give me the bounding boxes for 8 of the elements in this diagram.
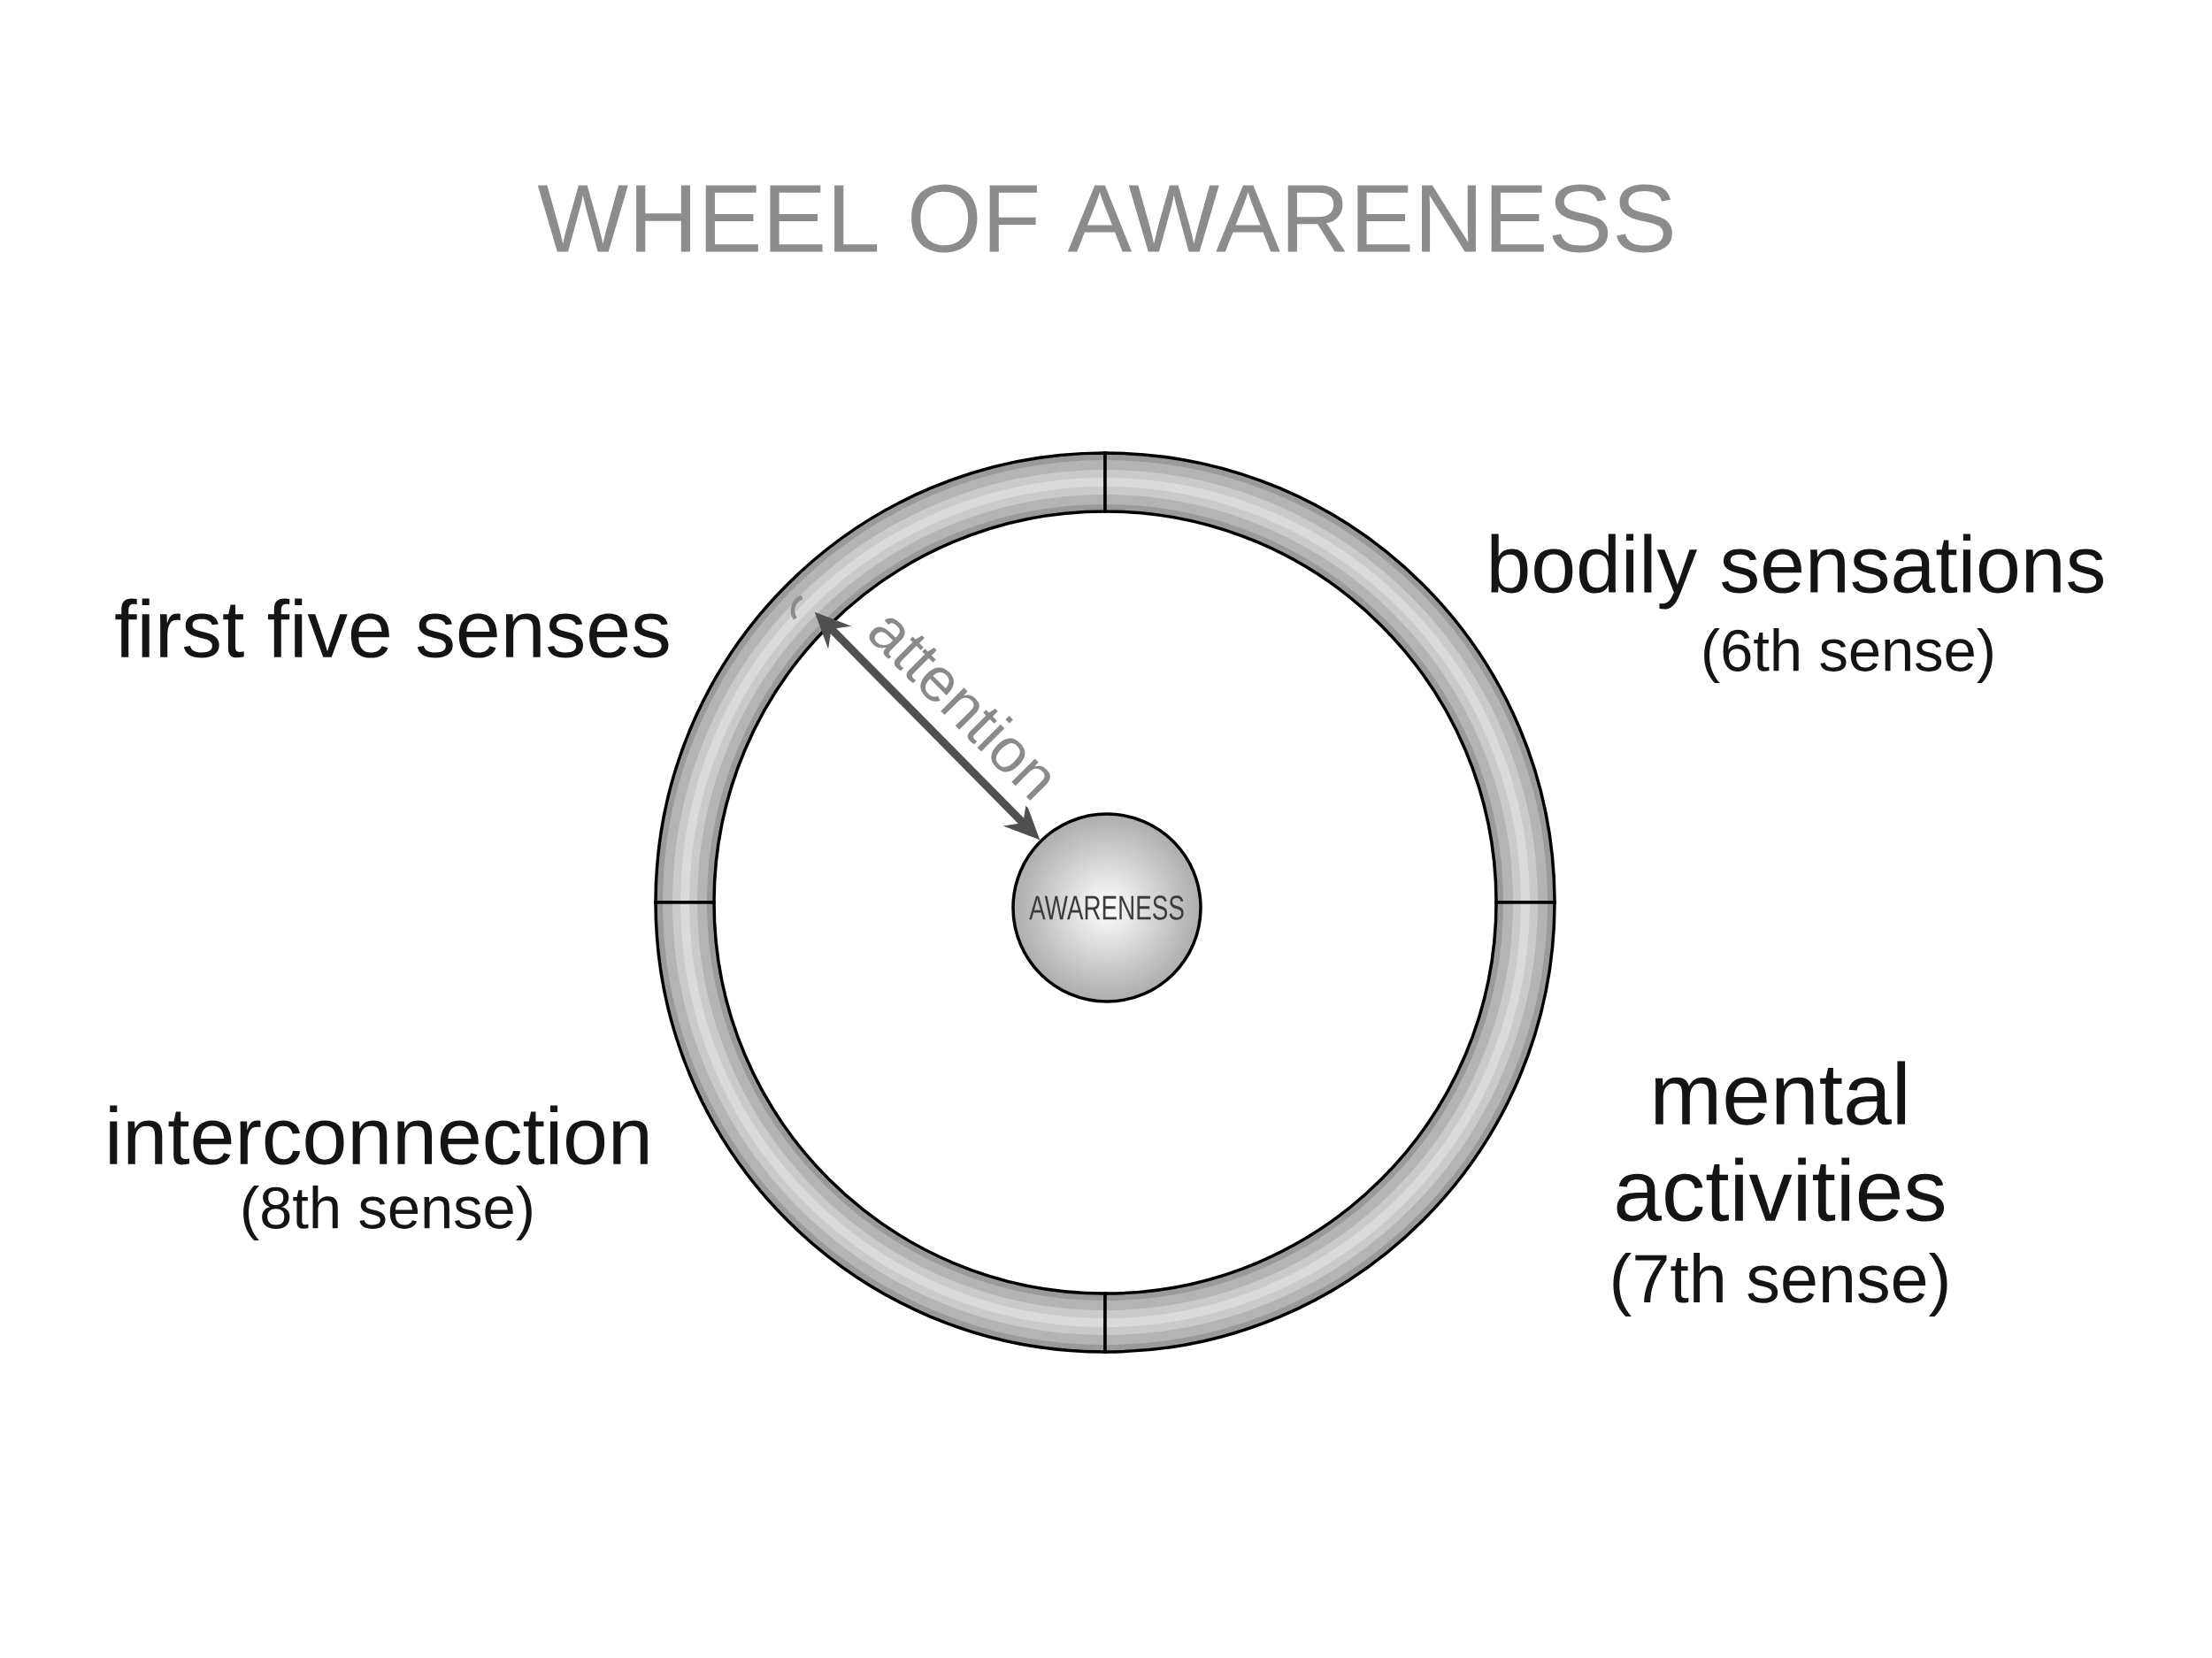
rim-label: mental activities	[1617, 1061, 1945, 1222]
rim-label: first five senses	[115, 598, 669, 658]
rim-label: bodily sensations	[1491, 533, 2103, 610]
rim-label: interconnection	[110, 1105, 648, 1165]
rim-sublabel: (7th sense)	[1613, 1252, 1947, 1316]
rim-sublabel: (6th sense)	[1704, 627, 1993, 684]
rim-sublabel: (8th sense)	[243, 1185, 532, 1241]
title: WHEEL OF AWARENESS	[537, 184, 1672, 253]
